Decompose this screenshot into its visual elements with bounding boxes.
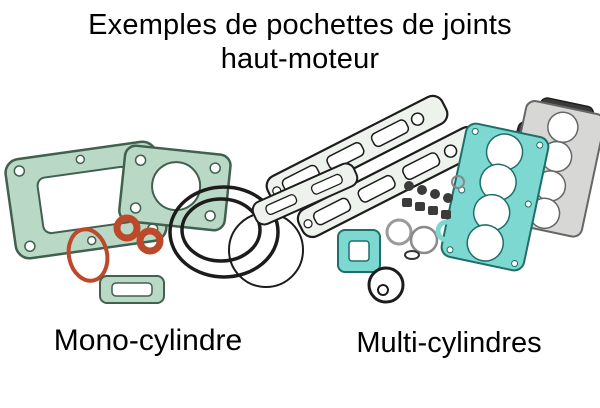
small-rect-gasket [99, 275, 165, 304]
cover-gasket-small [251, 162, 359, 226]
assorted-o-rings [385, 175, 465, 260]
mono-cylinder-gasket-set [4, 140, 304, 304]
figure-title-line1: Exemples de pochettes de joints [88, 9, 512, 41]
black-seal-ring [367, 266, 405, 304]
multi-head-gasket [440, 122, 550, 272]
gasket-sets-illustration [0, 82, 600, 320]
caption-multi-cylindres: Multi-cylindres [356, 327, 542, 359]
multi-cylinder-gasket-set [251, 94, 600, 304]
caption-mono-cylindre: Mono-cylindre [53, 324, 243, 357]
valve-cover-gasket-2 [296, 125, 484, 239]
figure-title: Exemples de pochettes de joints haut-mot… [0, 8, 600, 76]
orange-o-rings [66, 214, 164, 283]
gasket-sets-drawing [4, 94, 600, 304]
small-square-gasket [337, 229, 381, 273]
figure-title-line2: haut-moteur [220, 43, 380, 76]
valve-stem-seals [402, 181, 453, 219]
